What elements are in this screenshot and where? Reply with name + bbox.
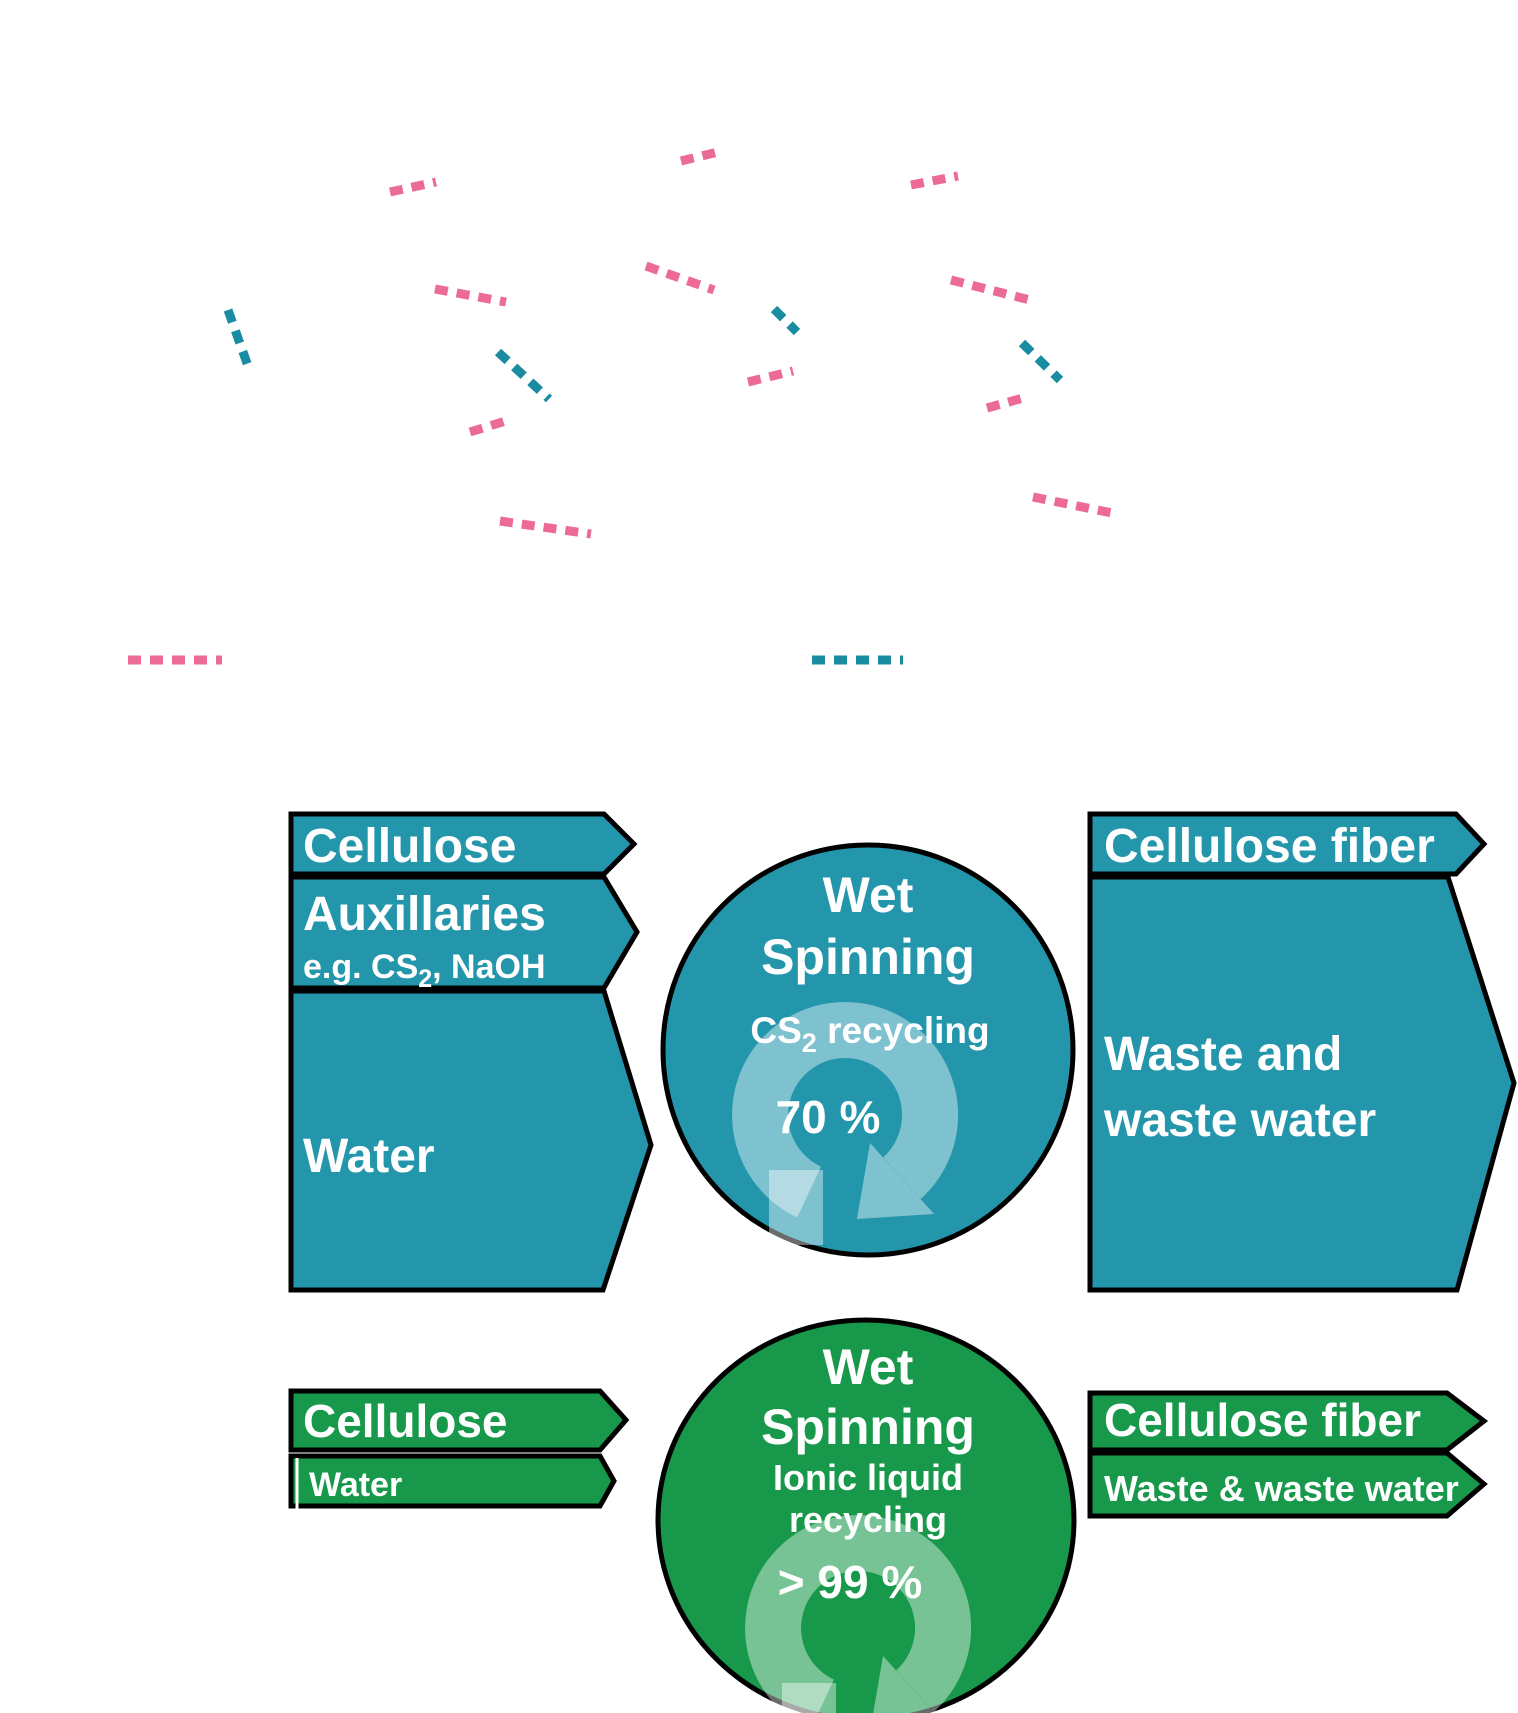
- ionic-process-title-line2: Spinning: [761, 1399, 975, 1455]
- recycle-icon-arrowhead: [857, 1143, 934, 1219]
- recycle-icon-ring: [745, 1515, 972, 1713]
- fiber-dash-segment: [223, 308, 253, 368]
- cs2-post: recycling: [817, 1010, 990, 1051]
- ionic-recycling-label-line2: recycling: [789, 1499, 947, 1540]
- viscose-labels: Cellulose Auxillaries e.g. CS2, NaOH Wat…: [303, 820, 1435, 1183]
- viscose-input-arrow-auxiliaries: [288, 874, 640, 991]
- fiber-dash-segment: [985, 393, 1025, 413]
- ionic-input-label-cellulose: Cellulose: [303, 1395, 508, 1447]
- viscose-input-label-auxiliaries-detail: e.g. CS2, NaOH: [303, 948, 546, 993]
- recycle-icon: [732, 1002, 959, 1245]
- ionic-process: Cellulose Water Wet Spinning Ionic liqui…: [288, 1317, 1489, 1713]
- ionic-input-arrow-cellulose: [288, 1388, 630, 1453]
- fiber-dash-segment: [770, 305, 801, 336]
- recycle-icon-arrowhead: [873, 1656, 935, 1713]
- viscose-input-label-cellulose: Cellulose: [303, 820, 516, 873]
- fiber-dash-segment: [389, 177, 437, 197]
- ionic-input-label-water: Water: [309, 1466, 402, 1504]
- ionic-recycling-label-line1: Ionic liquid: [773, 1457, 963, 1498]
- ionic-output-arrow-cellulose-fiber: [1087, 1390, 1489, 1453]
- viscose-process-circle: [660, 842, 1076, 1258]
- viscose-input-arrow-water: [288, 988, 654, 1293]
- viscose-process-title-line2: Spinning: [761, 929, 975, 985]
- viscose-recycling-label: CS2 recycling: [750, 1010, 989, 1058]
- fiber-dash-segment: [910, 171, 959, 190]
- viscose-output-arrow-cellulose-fiber: [1087, 811, 1488, 877]
- fiber-dash-segment: [1032, 492, 1118, 519]
- viscose-recycling-rate: 70 %: [776, 1091, 881, 1143]
- viscose-output-label-waste-line1: Waste and: [1104, 1028, 1342, 1081]
- ionic-process-circle: [655, 1317, 1077, 1713]
- ionic-output-arrow-waste: [1087, 1450, 1488, 1519]
- aux-detail-pre: e.g. CS: [303, 948, 418, 986]
- cs2-pre: CS: [750, 1010, 801, 1051]
- ionic-process-title-line1: Wet: [823, 1339, 914, 1395]
- recycle-icon-tail: [769, 1170, 823, 1245]
- fiber-dash-segment: [434, 284, 507, 307]
- water-arrow-artifact-line: [295, 1458, 299, 1510]
- viscose-input-label-water: Water: [303, 1130, 435, 1183]
- viscose-input-arrow-cellulose: [288, 811, 638, 877]
- fiber-dash-segment: [644, 261, 716, 295]
- fiber-dash-segment: [949, 275, 1036, 306]
- ionic-labels: Cellulose Water Wet Spinning Ionic liqui…: [303, 1339, 1459, 1608]
- teal-fiber-dashes: [223, 305, 1064, 665]
- aux-detail-subscript: 2: [418, 965, 432, 993]
- fiber-dash-segment: [746, 366, 795, 387]
- fiber-dash-segment: [494, 348, 553, 403]
- recycle-icon-ring: [732, 1002, 959, 1218]
- aux-detail-post: , NaOH: [432, 948, 545, 986]
- ionic-input-arrow-water: [288, 1453, 617, 1509]
- ionic-recycling-rate: > 99 %: [778, 1556, 923, 1608]
- viscose-process-title-line1: Wet: [823, 867, 914, 923]
- cs2-subscript: 2: [802, 1028, 817, 1058]
- fiber-dash-segment: [1018, 339, 1064, 384]
- fiber-dash-segment: [679, 146, 724, 166]
- viscose-output-label-fiber: Cellulose fiber: [1104, 820, 1435, 873]
- fiber-dash-segment: [499, 516, 592, 539]
- viscose-process: Cellulose Auxillaries e.g. CS2, NaOH Wat…: [288, 811, 1517, 1293]
- ionic-output-label-fiber: Cellulose fiber: [1104, 1394, 1421, 1446]
- recycle-icon-tail: [782, 1683, 836, 1713]
- viscose-output-arrow-waste: [1087, 874, 1517, 1293]
- ionic-output-label-waste: Waste & waste water: [1104, 1468, 1459, 1509]
- viscose-input-label-auxiliaries: Auxillaries: [303, 888, 546, 941]
- recycle-icon: [745, 1515, 972, 1713]
- pink-fiber-dashes: [128, 146, 1118, 665]
- fiber-dash-segment: [468, 414, 514, 437]
- viscose-output-label-waste-line2: waste water: [1103, 1094, 1376, 1147]
